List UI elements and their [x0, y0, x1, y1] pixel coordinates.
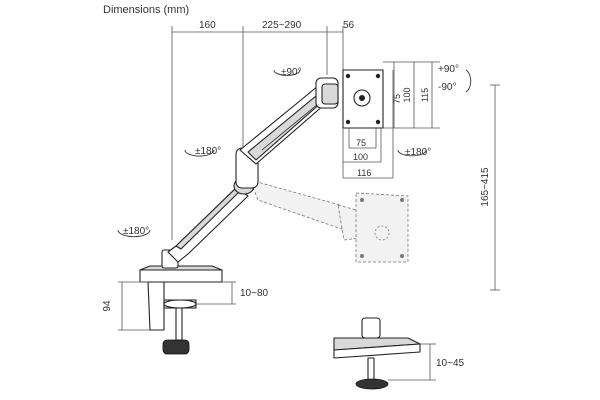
vesa-plate	[342, 61, 440, 179]
rotation-arrow-icon	[117, 69, 472, 238]
tilt-down: -90°	[438, 82, 456, 93]
vesa-width-116: 116	[357, 168, 371, 178]
rotation-elbow: ±180°	[195, 146, 221, 157]
grommet-mount	[333, 317, 436, 390]
arm-lowered-ghost	[249, 179, 409, 263]
rotation-vesa: ±180°	[405, 147, 431, 158]
grommet-thickness: 10~45	[436, 358, 465, 369]
monitor-arm	[139, 77, 339, 283]
vesa-height-115: 115	[420, 88, 430, 102]
top-dimension-lines	[171, 26, 344, 240]
desk-clamp	[118, 281, 236, 355]
height-range-dimension	[490, 84, 500, 291]
rotation-base: ±180°	[123, 226, 149, 237]
height-range-label: 165~415	[480, 167, 491, 207]
tilt-up: +90°	[438, 64, 459, 75]
vesa-width-100: 100	[353, 152, 368, 162]
clamp-thickness: 10~80	[240, 288, 269, 299]
clamp-height: 94	[102, 300, 113, 312]
diagram-title: Dimensions (mm)	[103, 4, 189, 16]
vesa-width-75: 75	[356, 138, 366, 148]
dim-160: 160	[199, 20, 216, 31]
rotation-arm-top: ±90°	[281, 67, 302, 78]
vesa-height-100: 100	[402, 87, 412, 102]
dim-56: 56	[343, 20, 355, 31]
vesa-height-75: 75	[392, 94, 402, 104]
dim-arm-reach: 225~290	[262, 20, 302, 31]
